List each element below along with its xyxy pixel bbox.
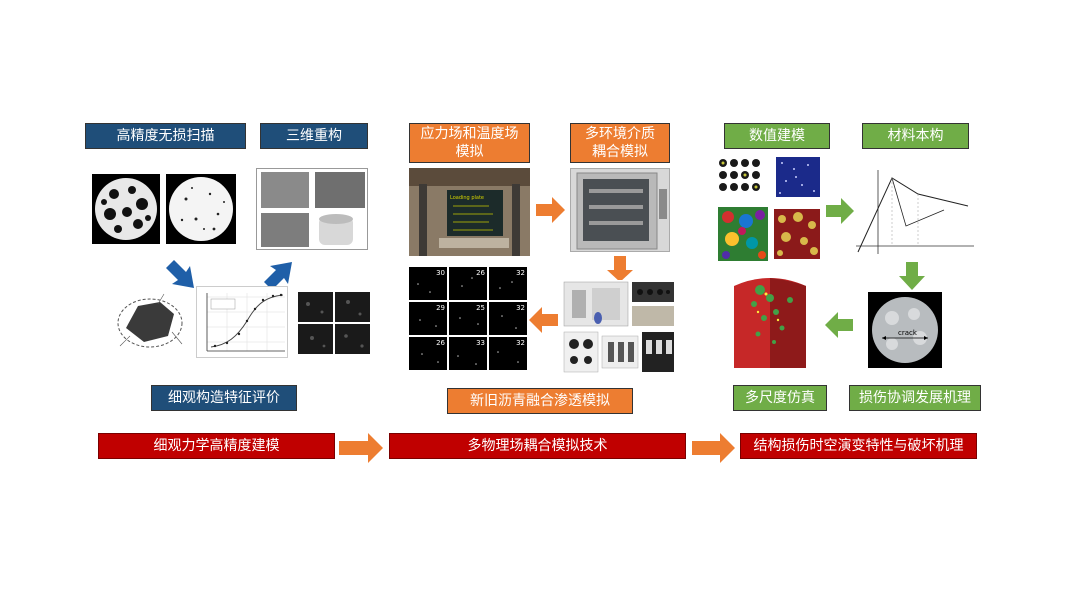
- multiscale-sim-image: [730, 268, 810, 376]
- multiscale-label: 多尺度仿真: [733, 385, 827, 411]
- dark-slices-image: [296, 290, 372, 356]
- crack-image: crack: [868, 292, 942, 368]
- reconstruction-label: 三维重构: [260, 123, 368, 149]
- grid-number-5: 25: [476, 304, 485, 312]
- lab-equipment-image: [562, 280, 676, 374]
- constitutive-label: 材料本构: [862, 123, 969, 149]
- old-new-asphalt-label: 新旧沥青融合渗透模拟: [447, 388, 633, 414]
- grid-number-9: 32: [516, 339, 525, 347]
- crack-text: crack: [898, 329, 918, 337]
- ct-slice-image-2: [166, 174, 236, 244]
- reconstruction-image: [256, 168, 368, 250]
- green-arrow-down: [899, 262, 925, 290]
- gradation-curve-image: [196, 286, 288, 358]
- aggregate-sketch-image: [112, 288, 190, 354]
- grid-number-6: 32: [516, 304, 525, 312]
- footer-arrow-2: [692, 433, 735, 463]
- grid-number-4: 29: [436, 304, 445, 312]
- evaluation-label: 细观构造特征评价: [151, 385, 297, 411]
- orange-arrow-right: [536, 197, 565, 223]
- footer-arrow-1: [339, 433, 383, 463]
- multi-env-label: 多环境介质耦合模拟: [570, 123, 670, 163]
- grid-number-7: 26: [436, 339, 445, 347]
- ct-slice-image-1: [92, 174, 160, 244]
- grid-number-3: 32: [516, 269, 525, 277]
- env-chamber-image: [570, 168, 670, 252]
- stress-temp-label: 应力场和温度场模拟: [409, 123, 530, 163]
- footer-middle-label: 多物理场耦合模拟技术: [389, 433, 686, 459]
- numeric-modeling-label: 数值建模: [724, 123, 830, 149]
- particle-grid-image: 30 26 32 29 25 32 26 33 32: [408, 266, 528, 372]
- scan-label: 高精度无损扫描: [85, 123, 246, 149]
- numeric-model-image: [716, 155, 824, 263]
- constitutive-curve-image: [848, 166, 976, 258]
- grid-number-8: 33: [476, 339, 485, 347]
- orange-arrow-left: [529, 307, 558, 333]
- grid-number-1: 30: [436, 269, 445, 277]
- orange-arrow-down: [607, 256, 633, 282]
- loading-apparatus-image: Loading plate: [409, 168, 530, 256]
- damage-mechanism-label: 损伤协调发展机理: [849, 385, 981, 411]
- grid-number-2: 26: [476, 269, 485, 277]
- green-arrow-left: [825, 312, 853, 338]
- footer-left-label: 细观力学高精度建模: [98, 433, 335, 459]
- footer-right-label: 结构损伤时空演变特性与破坏机理: [740, 433, 977, 459]
- blue-arrow-down-right: [166, 260, 194, 288]
- loading-plate-text: Loading plate: [450, 195, 484, 201]
